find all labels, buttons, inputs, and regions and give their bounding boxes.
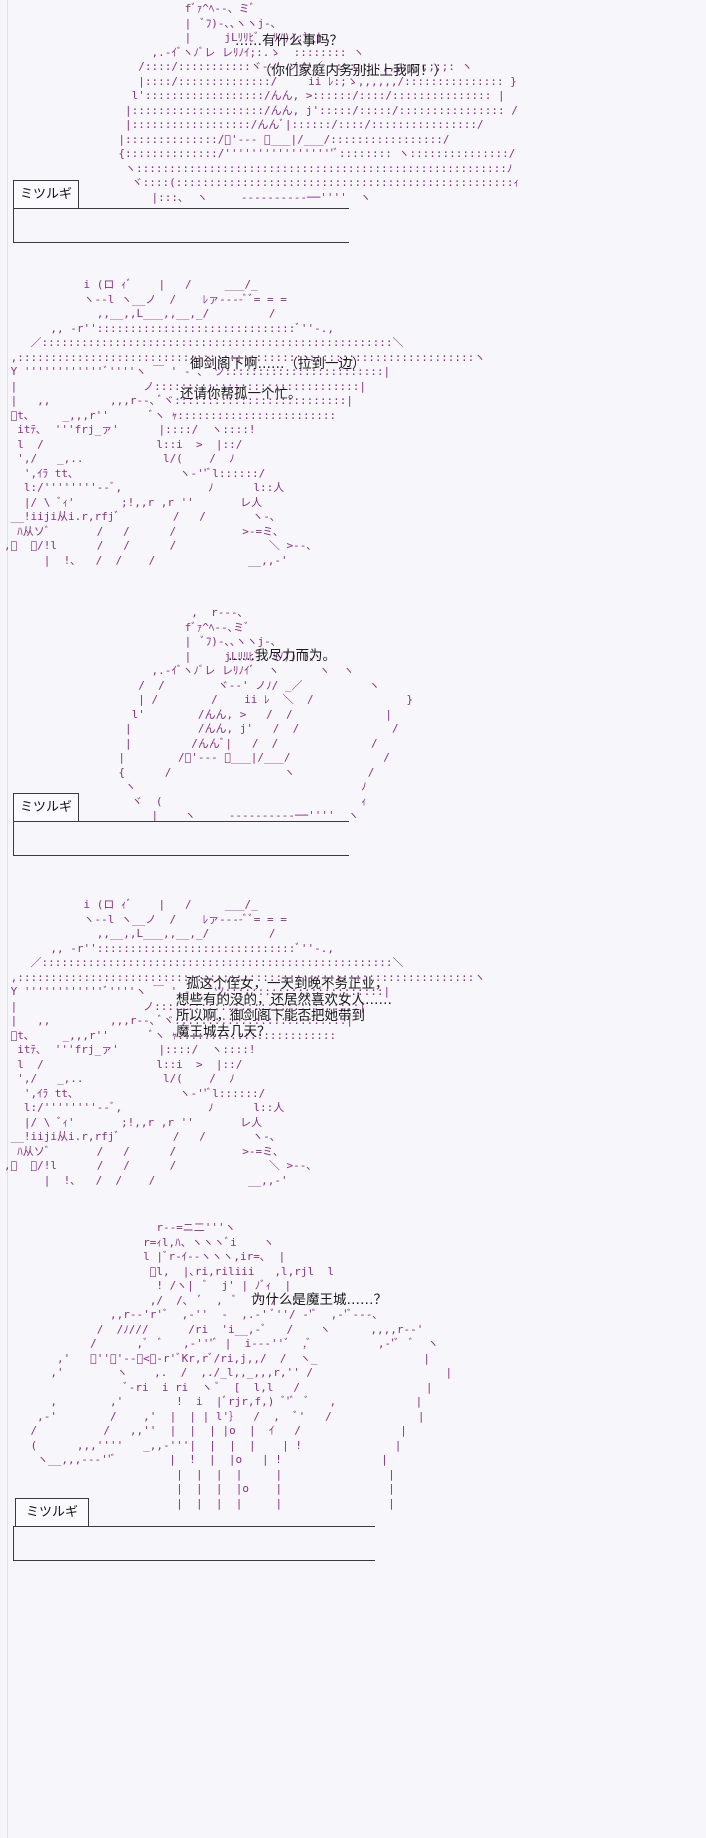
speaker-name-tag: ミツルギ: [15, 1498, 89, 1527]
dialogue-line: 想些有的没的，还居然喜欢女人……: [176, 992, 392, 1008]
speaker-name-tag: ミツルギ: [13, 793, 79, 822]
speaker-name-tag: ミツルギ: [13, 180, 79, 209]
mitsurugi-ascii-art: fﾞｧ^ﾍ--、ミﾞ | ﾞﾌ)-､､ヽヽj-､ | jLﾘﾘﾋﾞ ﾘﾉ)):｝…: [118, 2, 519, 204]
dialogue-line: 为什么是魔王城……？: [252, 1292, 387, 1308]
mitsurugi-ascii-art: , r---､ fﾞｧ^ﾍ--､ミﾞ | ﾞﾌ)-､､ヽヽj-､ | jLﾘﾘﾋ…: [118, 606, 414, 822]
demon-lord-ascii-art: i (ロ ｨﾞ | / ___/_ ヽ--l ヽ__ノ / ﾚァ----ﾞﾞ= …: [4, 278, 486, 567]
mitsurugi-standing-ascii-art: r--=ニ二'''ヽ r=ｨl,ﾊ、ヽヽヽﾞi ヽ l |ﾞr-ｲ--ヽヽヽ,i…: [30, 1221, 453, 1510]
panel-5: r--=ニ二'''ヽ r=ｨl,ﾊ、ヽヽヽﾞi ヽ l |ﾞr-ｲ--ヽヽヽ,i…: [0, 1215, 706, 1838]
dialogue-line: （你们家庭内务别扯上我啊！）: [258, 63, 447, 79]
panel-2: i (ロ ｨﾞ | / ___/_ ヽ--l ヽ__ノ / ﾚァ----ﾞﾞ= …: [0, 270, 706, 590]
nameplate-bar: [13, 1526, 375, 1561]
panel-4: i (ロ ｨﾞ | / ___/_ ヽ--l ヽ__ノ / ﾚァ----ﾞﾞ= …: [0, 890, 706, 1200]
dialogue-line: 魔王城去几天？: [176, 1024, 271, 1040]
nameplate-bar: [13, 208, 349, 243]
dialogue-line: 还请你帮孤一个忙。: [180, 386, 302, 402]
panel-3: , r---､ fﾞｧ^ﾍ--､ミﾞ | ﾞﾌ)-､､ヽヽj-､ | jLﾘﾘﾋ…: [0, 600, 706, 880]
dialogue-line: 所以啊，御剑阁下能否把她带到: [176, 1008, 365, 1024]
nameplate-bar: [13, 821, 349, 856]
panel-1: fﾞｧ^ﾍ--、ミﾞ | ﾞﾌ)-､､ヽヽj-､ | jLﾘﾘﾋﾞ ﾘﾉ)):｝…: [0, 0, 706, 250]
dialogue-line: ……我尽力而为。: [228, 648, 336, 664]
dialogue-line: 孤这个侄女，一天到晚不务正业，: [186, 976, 389, 992]
dialogue-line: 御剑阁下啊……（拉到一边）: [190, 356, 366, 372]
demon-lord-ascii-art: i (ロ ｨﾞ | / ___/_ ヽ--l ヽ__ノ / ﾚァ----ﾞﾞ= …: [4, 898, 486, 1187]
page-left-rule: [7, 0, 8, 1838]
dialogue-line: ……有什么事吗？: [235, 33, 343, 49]
